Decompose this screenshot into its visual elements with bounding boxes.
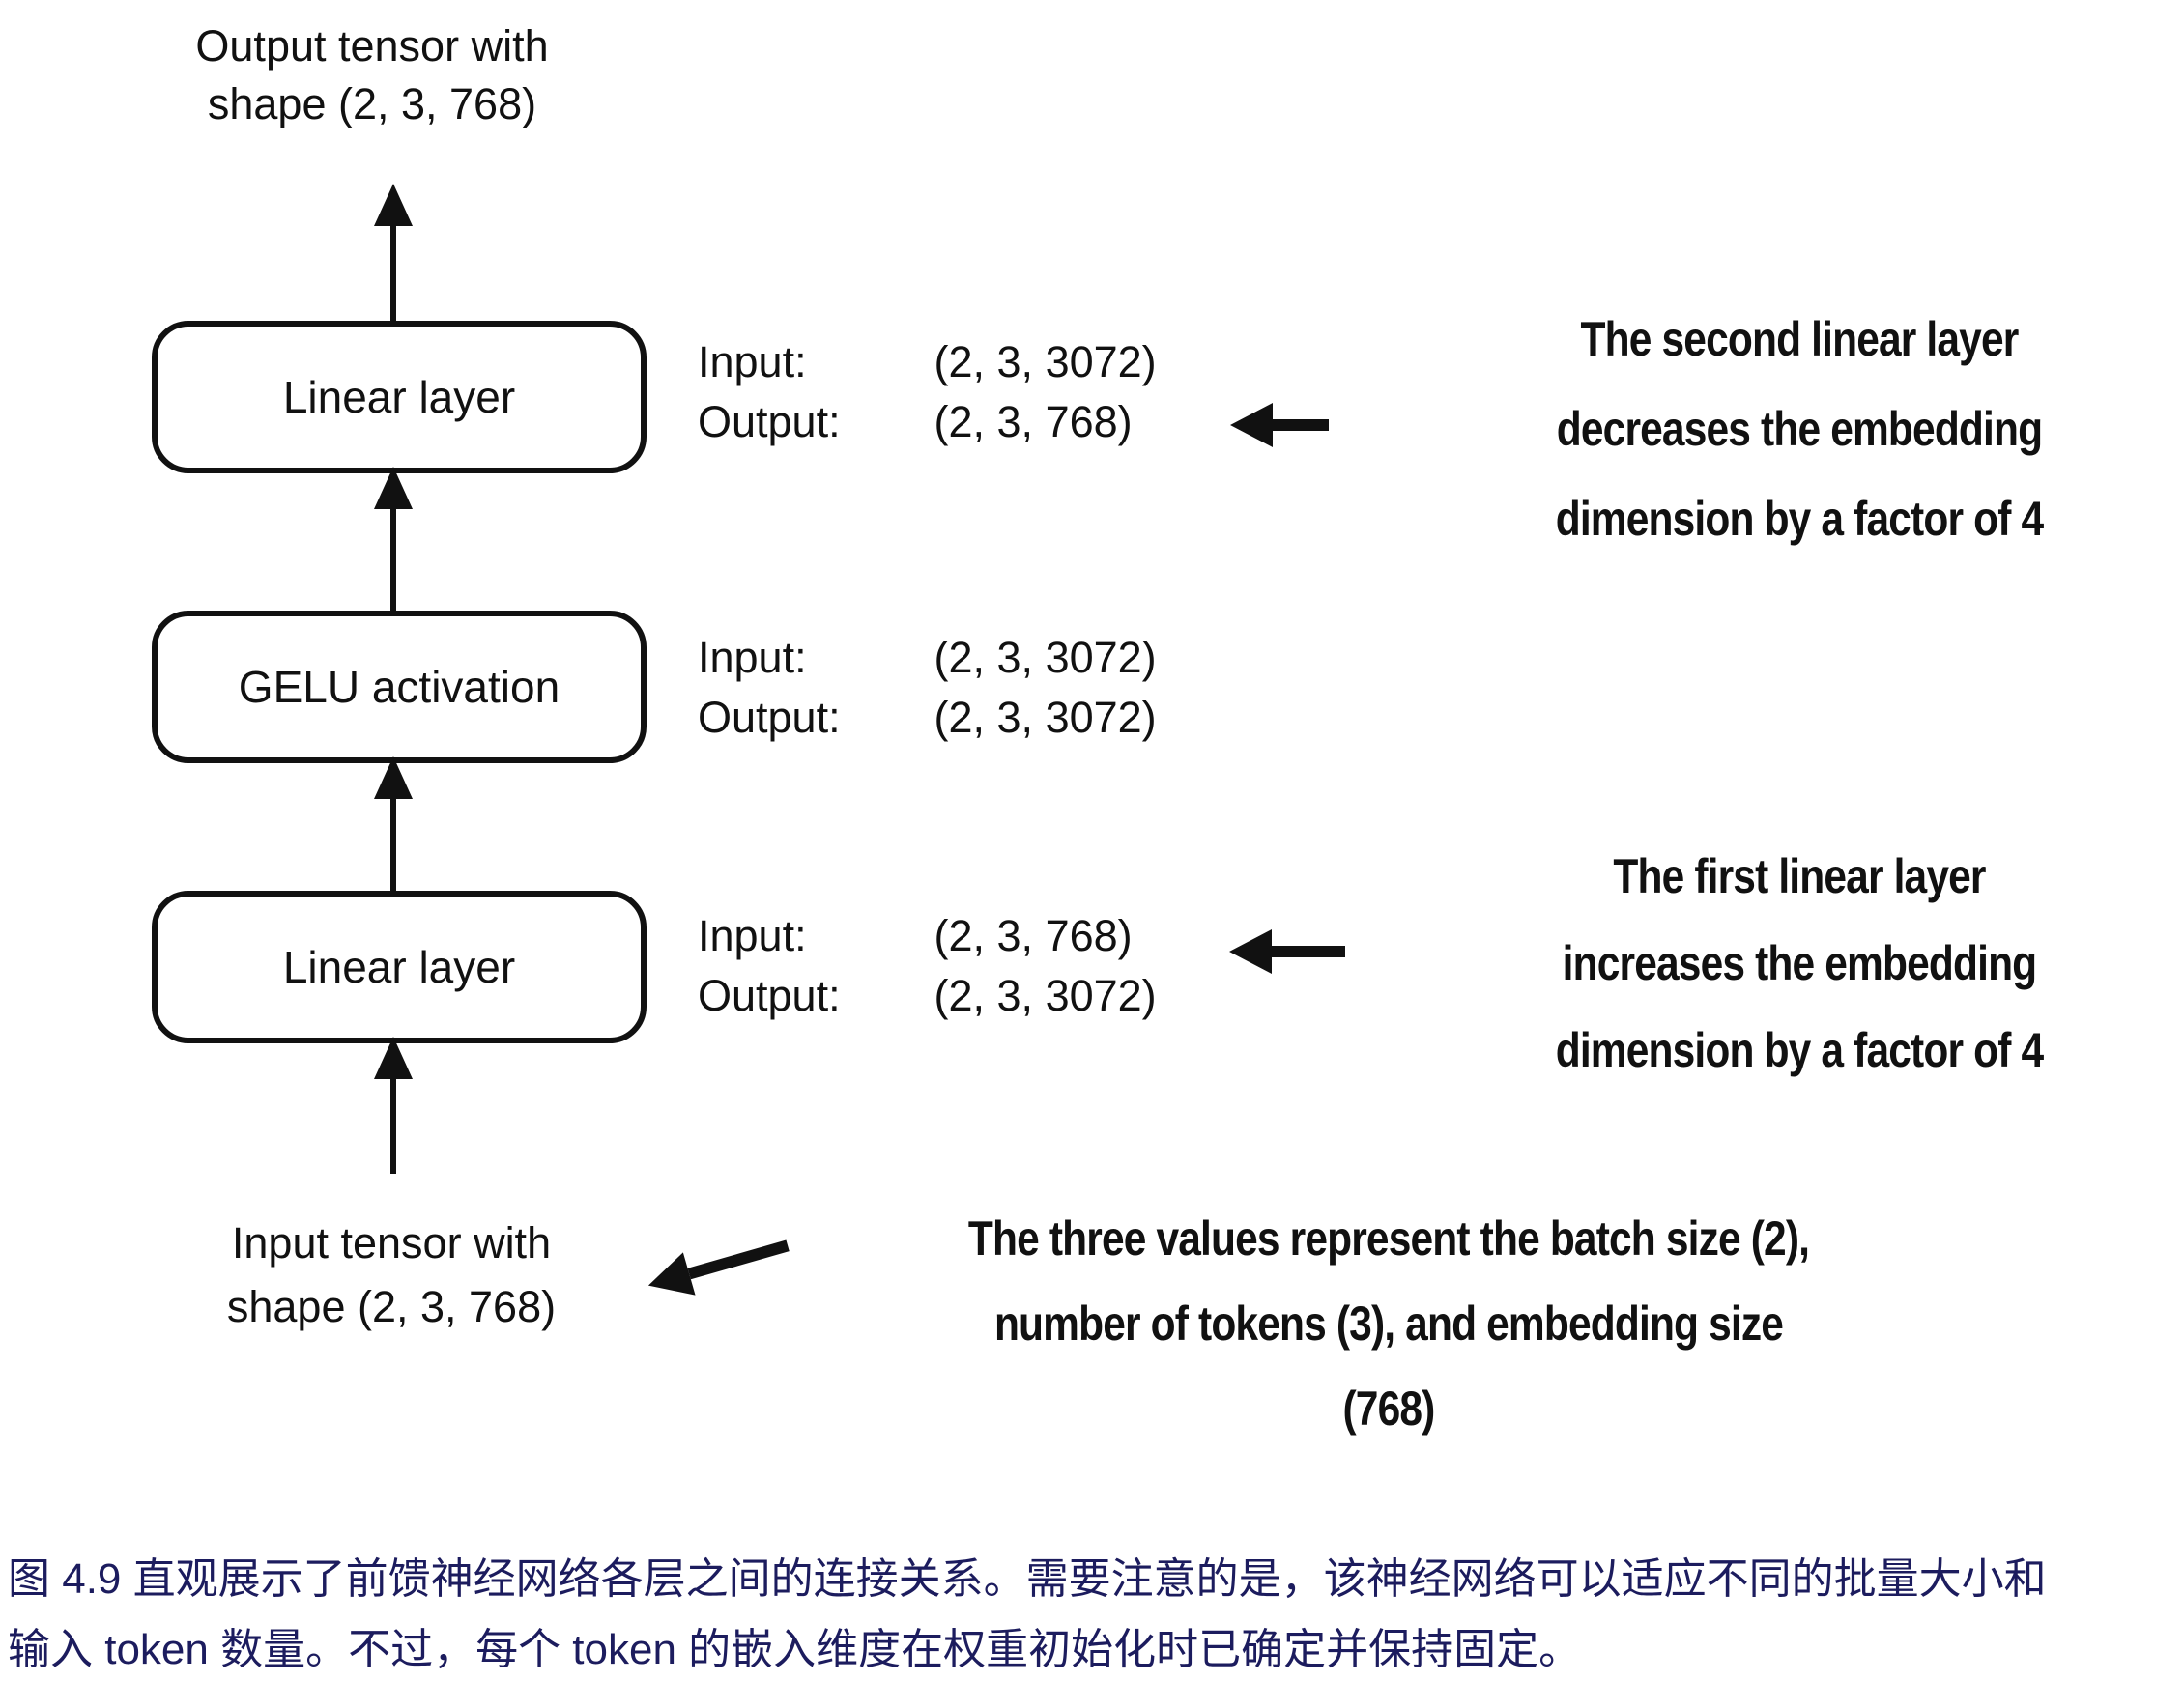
io-output-value: (2, 3, 3072) (934, 971, 1157, 1020)
layer-box-label: Linear layer (282, 372, 516, 422)
io-row-linear-2: Input: (2, 3, 3072) Output: (2, 3, 768) (698, 332, 1157, 452)
annotation-second-linear-layer: The second linear layer decreases the em… (1555, 312, 2044, 546)
arrow-left-row1 (1230, 403, 1329, 447)
arrow-shaft (1272, 946, 1345, 957)
io-input-value: (2, 3, 768) (934, 911, 1133, 960)
arrow-shaft (687, 1239, 790, 1280)
arrowhead-up-icon (374, 467, 413, 509)
arrowhead-up-icon (374, 1037, 413, 1079)
layer-box-linear-1: Linear layer (152, 891, 647, 1043)
io-output-line: Output: (2, 3, 3072) (698, 688, 1157, 748)
annotation-three-values: The three values represent the batch siz… (967, 1211, 1810, 1436)
io-output-label: Output: (698, 397, 841, 446)
arrowhead-left-icon (1229, 929, 1272, 974)
io-output-value: (2, 3, 768) (934, 397, 1133, 446)
io-input-label: Input: (698, 337, 807, 386)
io-output-line: Output: (2, 3, 3072) (698, 966, 1157, 1026)
io-input-value: (2, 3, 3072) (934, 633, 1157, 682)
layer-box-label: GELU activation (238, 662, 560, 712)
layer-box-linear-2: Linear layer (152, 321, 647, 473)
arrow-shaft (390, 224, 396, 321)
io-output-label: Output: (698, 971, 841, 1020)
arrowhead-left-icon (1230, 403, 1273, 447)
io-output-line: Output: (2, 3, 768) (698, 392, 1157, 452)
io-row-linear-1: Input: (2, 3, 768) Output: (2, 3, 3072) (698, 906, 1157, 1026)
arrowhead-left-icon (642, 1252, 696, 1307)
layer-box-label: Linear layer (282, 942, 516, 992)
io-input-line: Input: (2, 3, 3072) (698, 332, 1157, 392)
arrow-left-row3 (1229, 929, 1345, 974)
output-tensor-label: Output tensor with shape (2, 3, 768) (195, 21, 549, 128)
io-input-label: Input: (698, 911, 807, 960)
io-input-line: Input: (2, 3, 768) (698, 906, 1157, 966)
io-row-gelu: Input: (2, 3, 3072) Output: (2, 3, 3072) (698, 628, 1157, 748)
arrowhead-up-icon (374, 184, 413, 226)
io-input-label: Input: (698, 633, 807, 682)
arrow-shaft (390, 1077, 396, 1174)
io-input-value: (2, 3, 3072) (934, 337, 1157, 386)
figure-caption: 图 4.9 直观展示了前馈神经网络各层之间的连接关系。需要注意的是，该神经网络可… (8, 1555, 2047, 1673)
io-output-value: (2, 3, 3072) (934, 693, 1157, 742)
layer-box-gelu: GELU activation (152, 611, 647, 763)
input-tensor-label: Input tensor with shape (2, 3, 768) (226, 1218, 557, 1331)
annotation-first-linear-layer: The first linear layer increases the emb… (1555, 849, 2044, 1077)
arrow-shaft (1273, 419, 1329, 431)
arrowhead-up-icon (374, 756, 413, 799)
io-input-line: Input: (2, 3, 3072) (698, 628, 1157, 688)
arrow-shaft (390, 507, 396, 611)
arrow-diagonal-to-input-label (642, 1224, 794, 1307)
io-output-label: Output: (698, 693, 841, 742)
arrow-shaft (390, 797, 396, 891)
